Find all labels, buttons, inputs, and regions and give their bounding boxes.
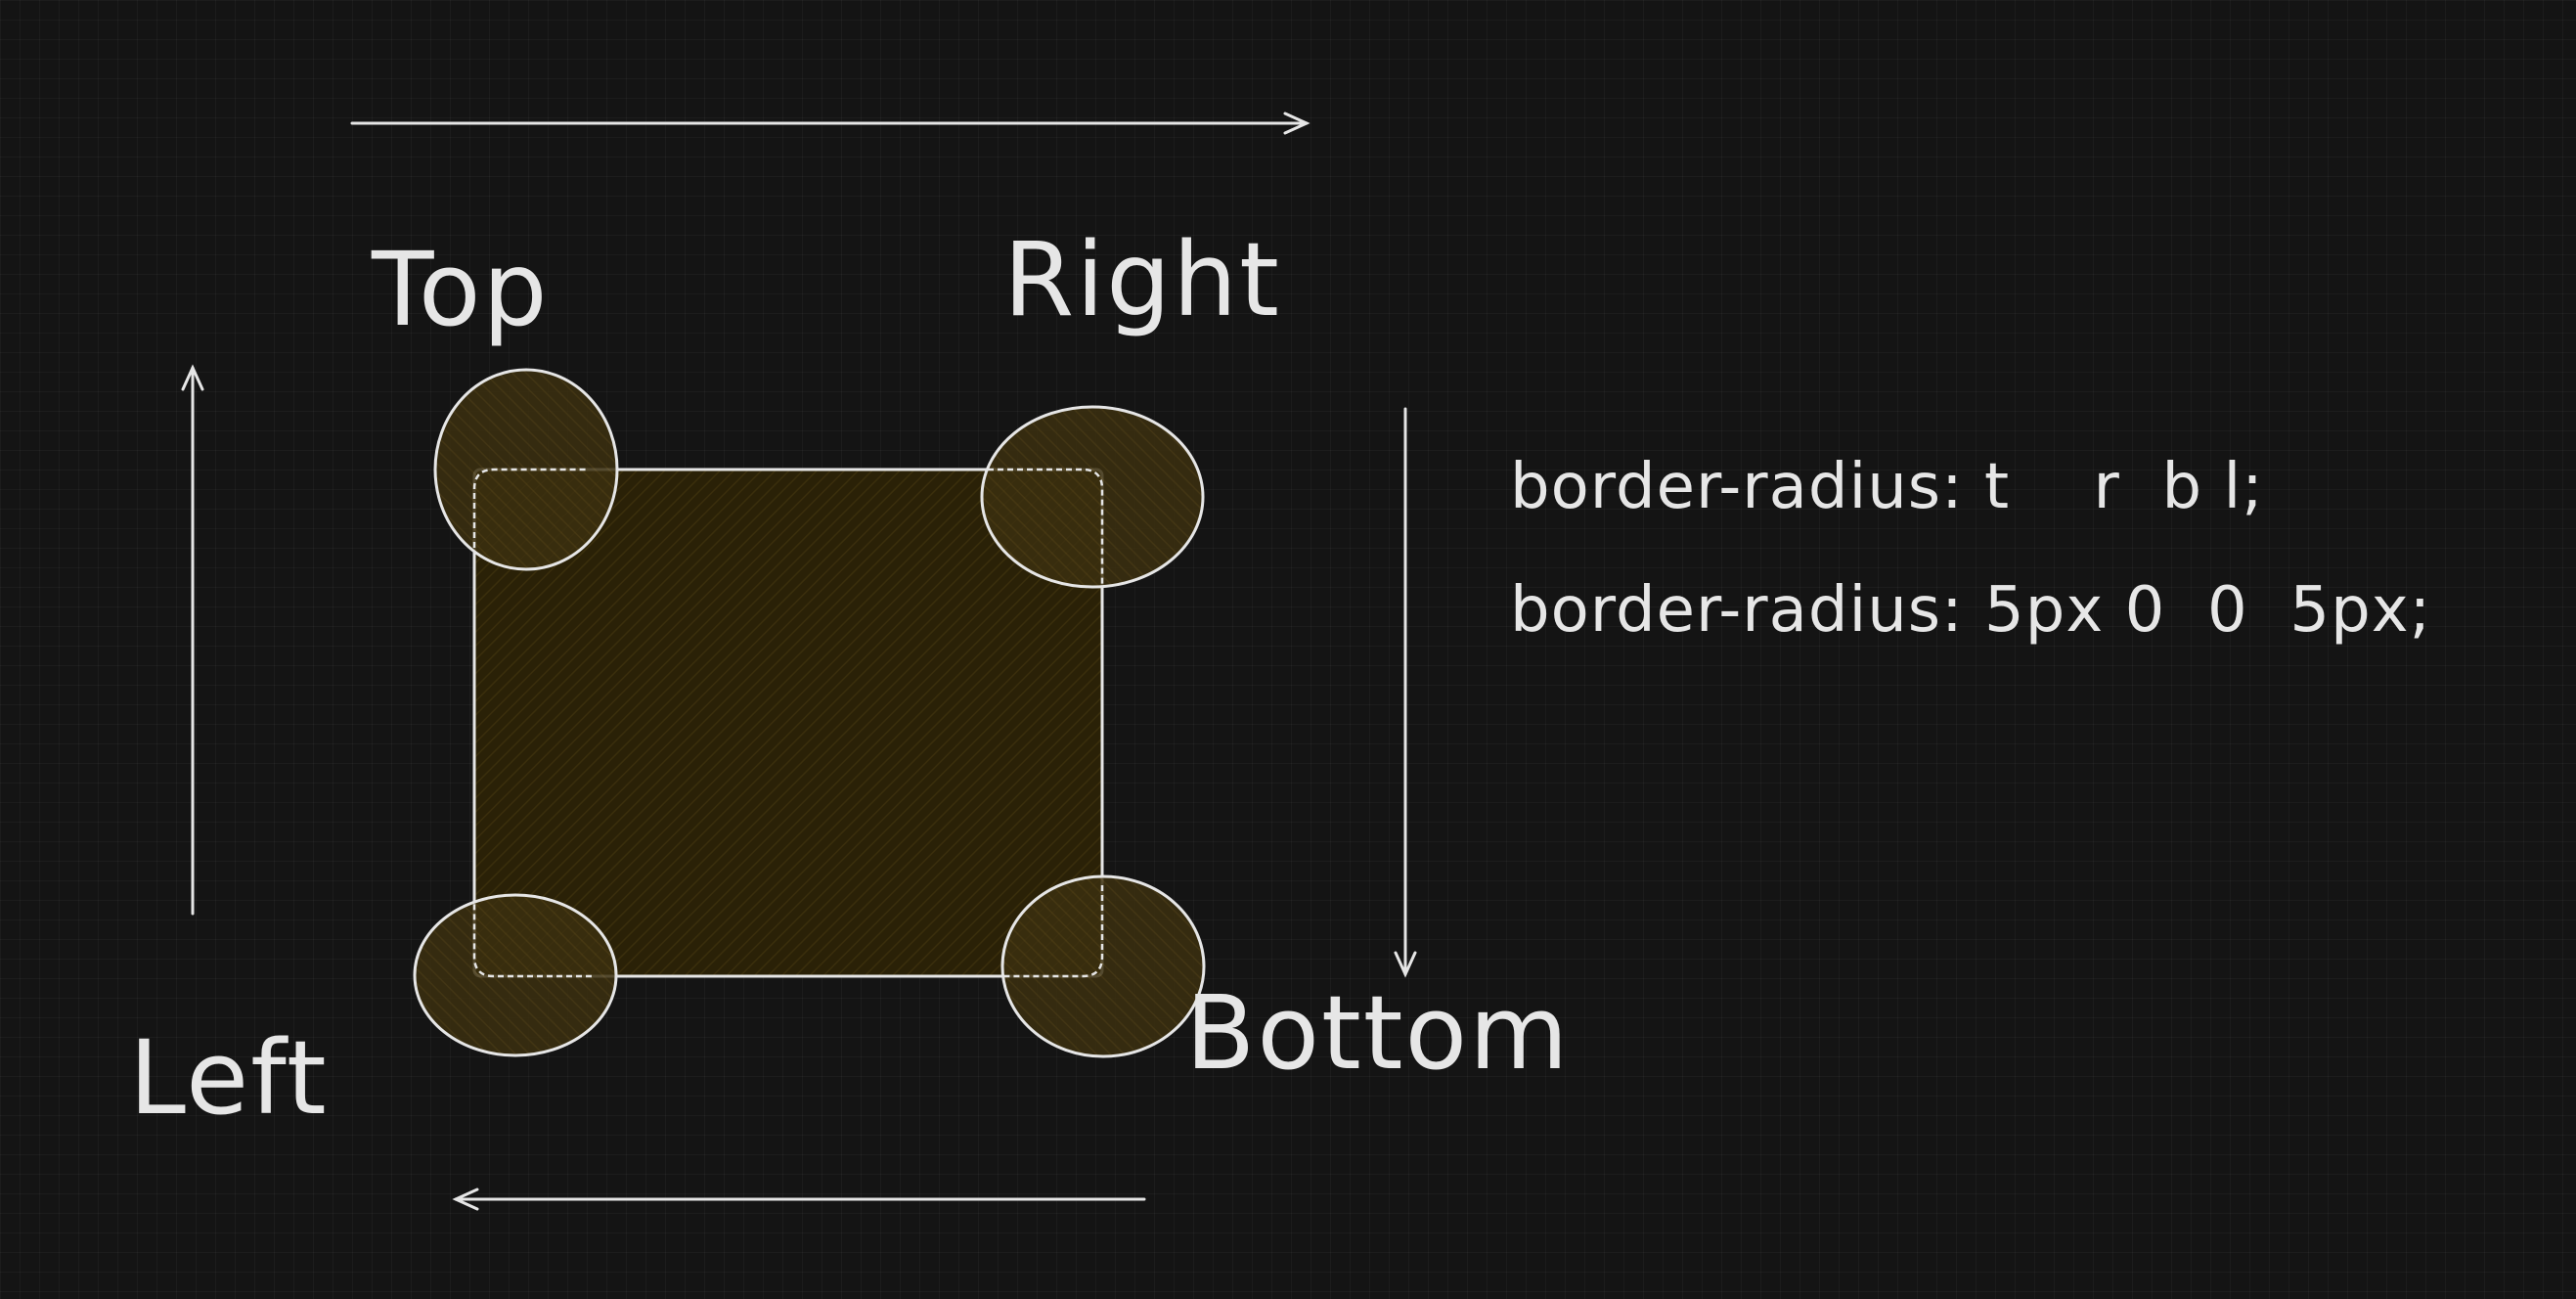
bottom-left-inner-corner: [472, 895, 592, 978]
bottom-arrow: [452, 1187, 1146, 1211]
bottom-right-inner-corner: [1002, 885, 1104, 978]
top-left-inner-corner: [472, 468, 587, 577]
label-bottom: Bottom: [1185, 973, 1571, 1093]
label-right: Right: [1003, 220, 1281, 339]
code-line-order: border-radius: t r b l;: [1510, 451, 2264, 523]
label-top: Top: [372, 230, 550, 349]
top-arrow: [350, 112, 1310, 135]
code-line-values: border-radius: 5px 0 0 5px;: [1510, 574, 2432, 647]
label-left: Left: [129, 1018, 329, 1138]
bottom-right-corner-circle: [1000, 874, 1206, 1058]
top-right-corner-circle: [980, 405, 1205, 589]
main-box: [472, 468, 1104, 978]
left-arrow: [181, 364, 204, 916]
right-arrow: [1394, 407, 1417, 978]
bottom-left-corner-circle: [413, 893, 618, 1057]
top-right-inner-corner: [988, 468, 1104, 587]
